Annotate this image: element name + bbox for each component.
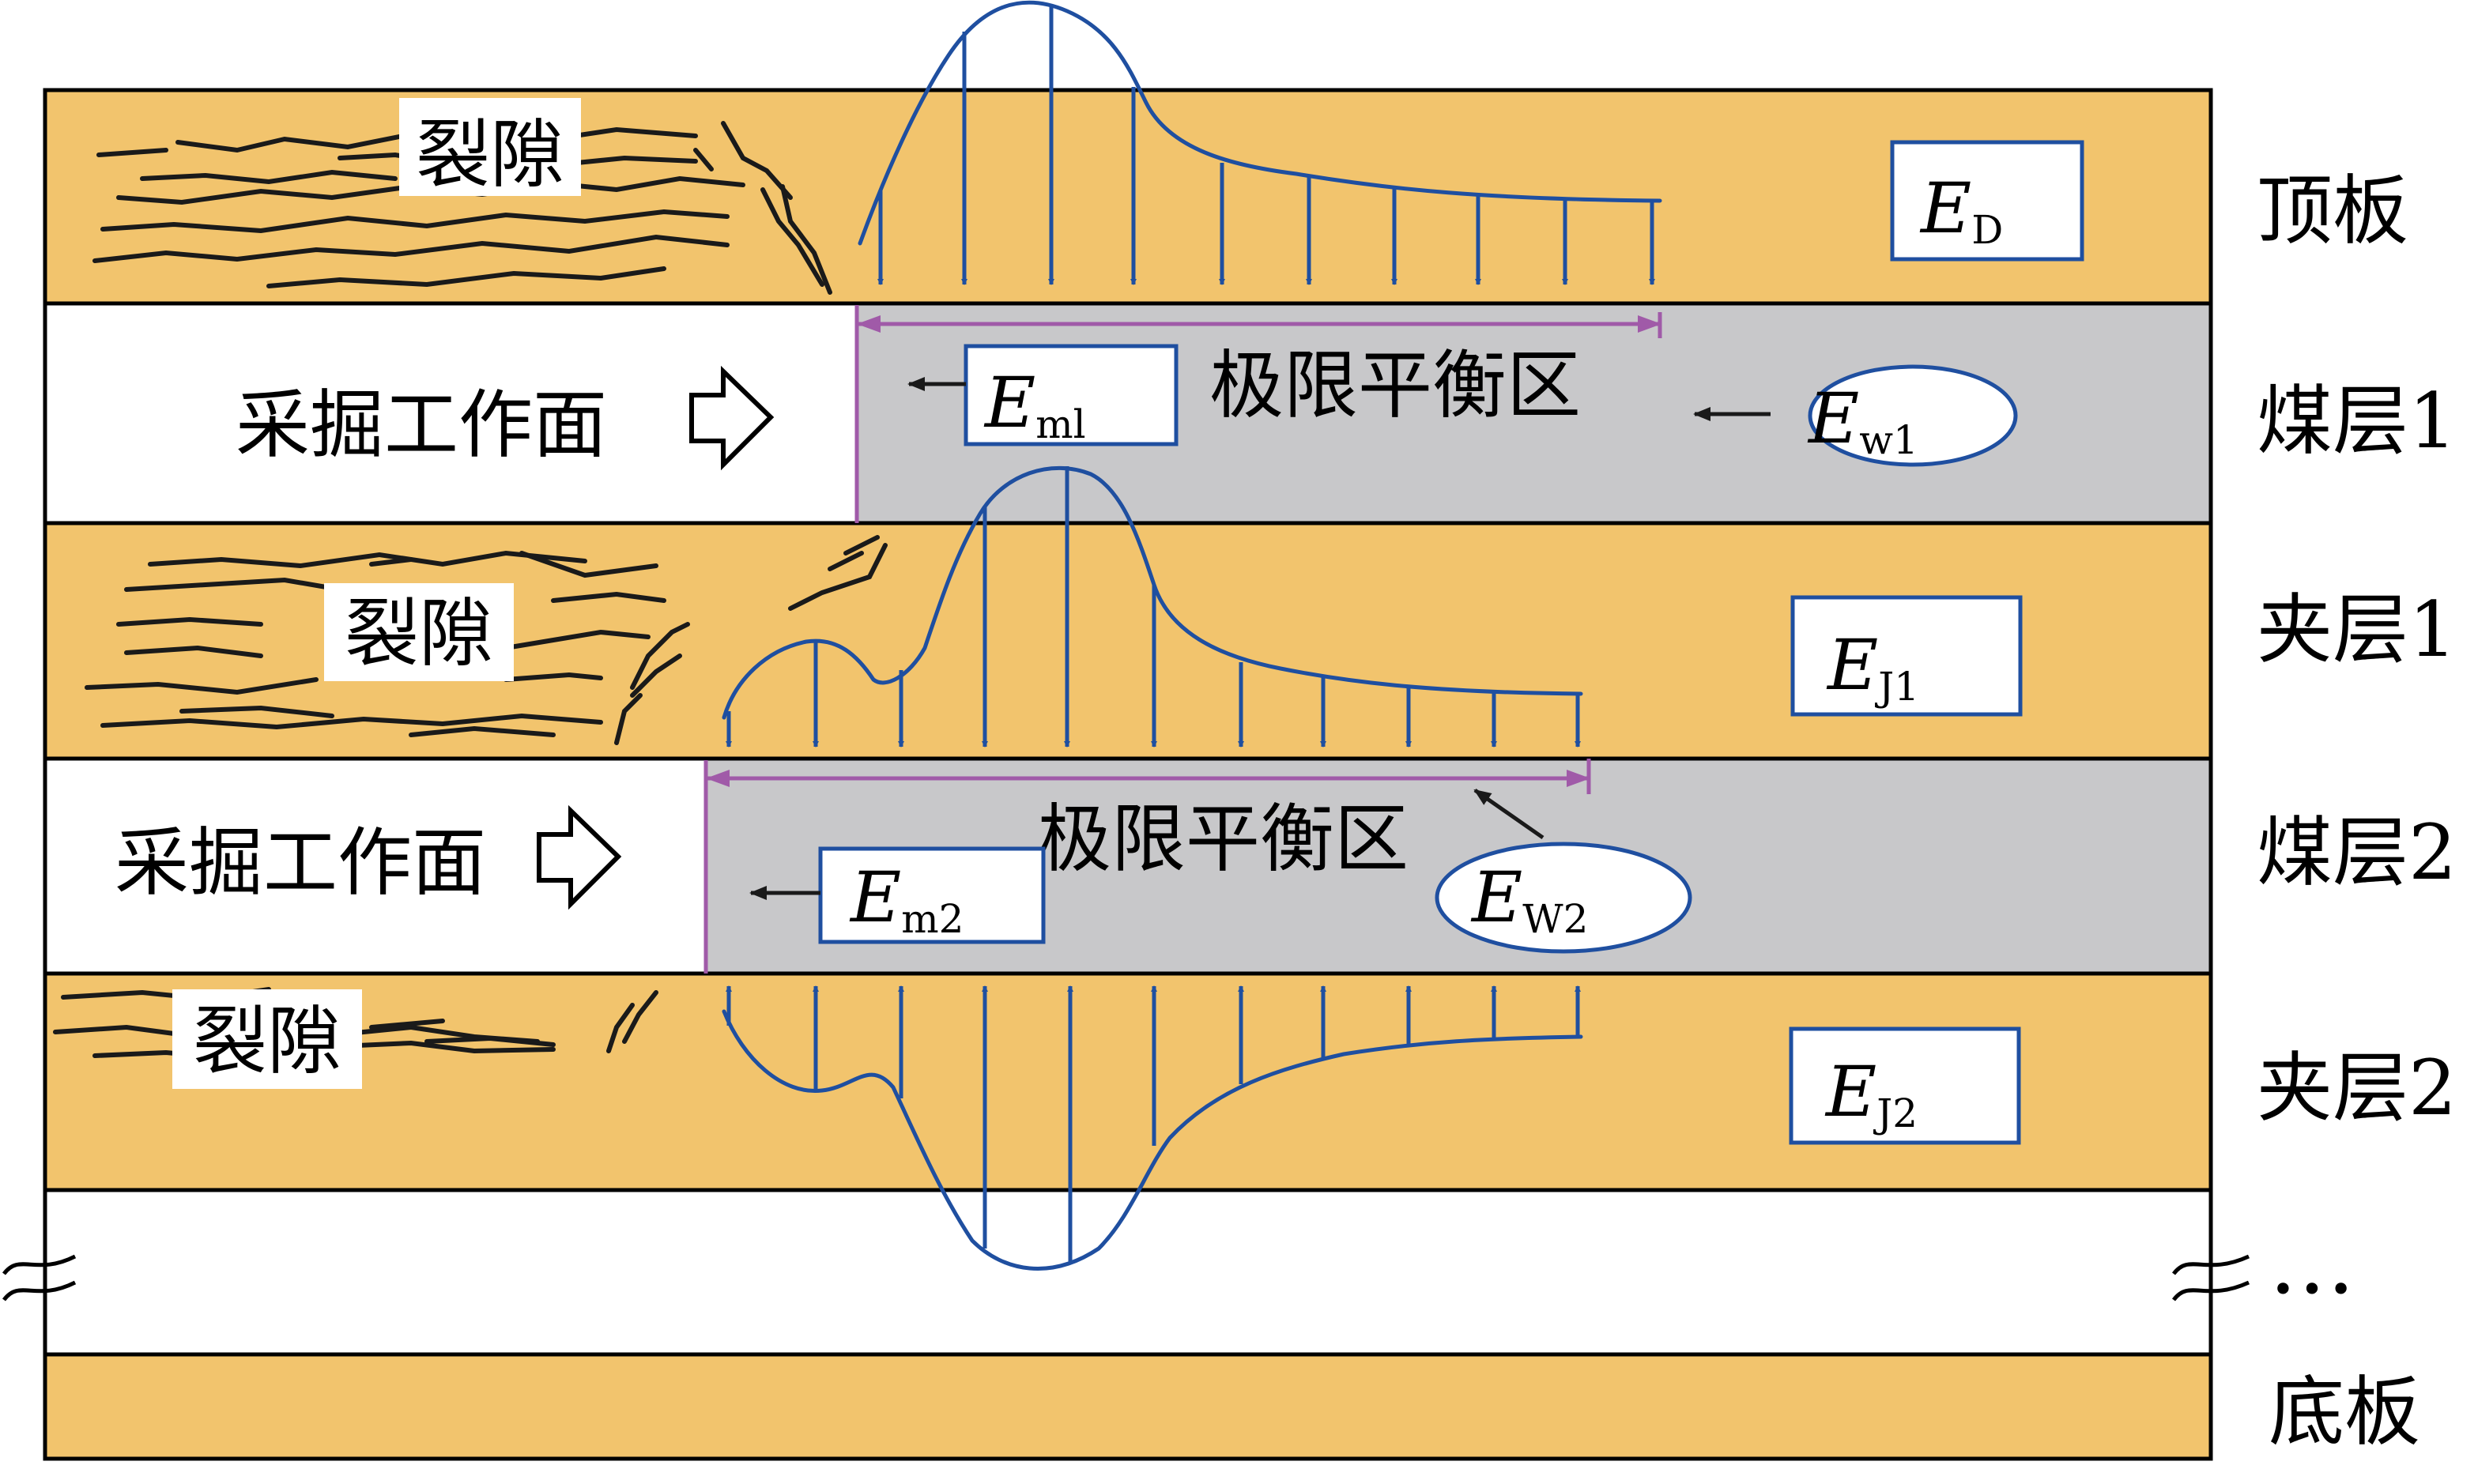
energy-ED-box: ED <box>1890 140 2084 262</box>
stress-curve-roof <box>858 0 1662 246</box>
energy-EJ1-box: EJ1 <box>1790 595 2023 717</box>
stress-arrows-interlayer-1 <box>726 466 1581 748</box>
gap-layer <box>43 1188 2213 1357</box>
energy-EJ2-box: EJ2 <box>1789 1026 2021 1145</box>
cracks-roof <box>92 121 832 295</box>
strata <box>43 88 2213 1461</box>
svg-text:ED: ED <box>1919 168 2003 253</box>
limit-zone-boundaries <box>703 305 1662 974</box>
limit-zone-label-2: 极限平衡区 <box>1037 797 1409 883</box>
svg-text:EJ2: EJ2 <box>1824 1051 1918 1136</box>
roof-layer <box>43 88 2213 306</box>
advance-arrow-icon-2 <box>537 804 622 910</box>
limit-zone-label-1: 极限平衡区 <box>1209 343 1581 429</box>
stress-arrows-roof <box>877 6 1655 285</box>
energy-Em2-box: Em2 <box>818 846 1046 944</box>
layer-label-coal-2: 煤层2 <box>2257 808 2457 897</box>
crack-label-interlayer-1-bg <box>324 583 514 681</box>
energy-Em1-box: Eml <box>964 344 1179 447</box>
floor-layer <box>43 1352 2213 1461</box>
break-symbols <box>2 1254 2250 1301</box>
working-face-label-1: 采掘工作面 <box>236 382 607 469</box>
crack-label-interlayer-2: 裂隙 <box>193 999 341 1085</box>
cracks-interlayer-1 <box>85 535 888 745</box>
advance-arrow-icon-1 <box>689 365 775 471</box>
stress-curves <box>722 0 1662 1271</box>
energy-Ew1-ellipse: Ew1 <box>1807 364 2018 467</box>
svg-text:EJ1: EJ1 <box>1826 624 1919 710</box>
stress-arrows-interlayer-2 <box>726 985 1581 1264</box>
layer-label-interlayer-2: 夹层2 <box>2257 1044 2457 1132</box>
layer-label-roof: 顶板 <box>2257 167 2408 255</box>
energy-EW2-ellipse: EW2 <box>1435 842 1692 954</box>
svg-text:Em2: Em2 <box>849 857 964 942</box>
layer-label-interlayer-1: 夹层1 <box>2257 586 2457 674</box>
svg-text:EW2: EW2 <box>1470 857 1588 942</box>
layer-label-floor: 底板 <box>2269 1368 2420 1456</box>
left-break-icon <box>2 1254 77 1301</box>
svg-text:Eml: Eml <box>983 362 1086 447</box>
stress-curve-interlayer-1 <box>722 465 1583 720</box>
stress-curve-interlayer-2 <box>722 1009 1583 1271</box>
layer-label-ellipsis: … <box>2269 1212 2355 1313</box>
right-break-icon <box>2171 1254 2250 1301</box>
crack-label-roof: 裂隙 <box>416 112 564 198</box>
working-face-label-2: 采掘工作面 <box>115 820 486 906</box>
energy-EW2-arrow <box>1473 788 1545 840</box>
crack-label-roof-bg <box>399 98 581 196</box>
crack-label-interlayer-2-bg <box>172 989 362 1089</box>
layer-label-coal-1: 煤层1 <box>2257 377 2457 465</box>
svg-text:Ew1: Ew1 <box>1807 378 1918 463</box>
crack-label-interlayer-1: 裂隙 <box>345 591 493 677</box>
